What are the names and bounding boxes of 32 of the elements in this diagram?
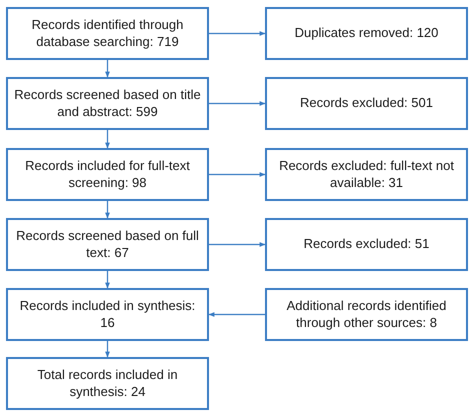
box-text: Records included for full-text screening: 98 bbox=[24, 158, 191, 192]
box-text: Records excluded: full-text not available: 31 bbox=[278, 158, 455, 192]
arrow bbox=[105, 341, 110, 358]
arrow bbox=[208, 312, 265, 317]
box-text: Records excluded: 501 bbox=[300, 95, 433, 112]
process-box bbox=[265, 288, 468, 341]
box-text: Additional records identified through other sources: 8 bbox=[286, 298, 448, 332]
process-box bbox=[265, 77, 468, 130]
process-box bbox=[6, 218, 209, 271]
process-box bbox=[6, 7, 209, 60]
process-box bbox=[265, 148, 468, 201]
process-box bbox=[6, 77, 209, 130]
arrow bbox=[105, 201, 110, 219]
box-text: Records screened based on title and abstract: 599 bbox=[13, 86, 202, 120]
arrow bbox=[105, 130, 110, 149]
box-text: Records identified through database searching: 719 bbox=[30, 16, 184, 50]
arrow bbox=[209, 172, 266, 177]
box-text: Total records included in synthesis: 24 bbox=[36, 366, 179, 400]
process-box bbox=[6, 357, 209, 410]
process-box bbox=[6, 288, 209, 341]
arrow bbox=[209, 31, 266, 36]
box-text: Duplicates removed: 120 bbox=[294, 25, 438, 42]
process-box bbox=[265, 218, 468, 271]
process-box bbox=[6, 148, 209, 201]
box-text: Records included in synthesis: 16 bbox=[18, 298, 196, 332]
arrow bbox=[105, 60, 110, 78]
arrow bbox=[105, 271, 110, 289]
arrow bbox=[209, 242, 266, 247]
arrow bbox=[209, 101, 266, 106]
box-text: Records excluded: 51 bbox=[304, 236, 430, 253]
process-box bbox=[265, 7, 468, 60]
box-text: Records screened based on full text: 67 bbox=[15, 228, 200, 262]
